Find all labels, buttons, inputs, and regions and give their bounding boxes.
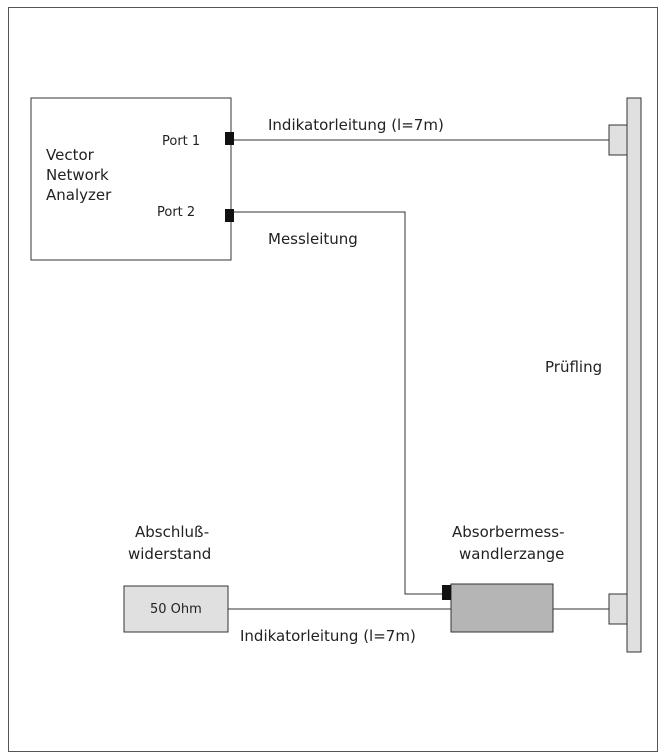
- measurement-line: [234, 211, 442, 595]
- clamp-title-line2: wandlerzange: [459, 545, 564, 563]
- port1-label: Port 1: [162, 134, 200, 149]
- clamp-title-line1: Absorbermess-: [452, 523, 564, 541]
- termination-title-line1: Abschluß-: [135, 523, 209, 541]
- vna-box: [30, 97, 232, 261]
- dut-connector-top: [608, 124, 628, 156]
- indicator-line-top-label: Indikatorleitung (l=7m): [268, 116, 444, 134]
- measurement-line-label: Messleitung: [268, 230, 358, 248]
- termination-value: 50 Ohm: [150, 602, 202, 617]
- port2-label: Port 2: [157, 205, 195, 220]
- dut-label: Prüfling: [545, 358, 602, 376]
- vna-label-line2: Network: [46, 166, 109, 184]
- dut-bar: [626, 97, 642, 653]
- termination-title-line2: widerstand: [128, 545, 211, 563]
- dut-connector-bottom: [608, 593, 628, 625]
- termination-box: [123, 585, 229, 633]
- vna-label-line3: Analyzer: [46, 186, 112, 204]
- indicator-line-bottom-label: Indikatorleitung (l=7m): [240, 627, 416, 645]
- clamp-box: [450, 583, 554, 633]
- port1-connector: [225, 132, 234, 145]
- vna-label-line1: Vector: [46, 146, 95, 164]
- port2-connector: [225, 209, 234, 222]
- clamp-connector: [442, 585, 451, 600]
